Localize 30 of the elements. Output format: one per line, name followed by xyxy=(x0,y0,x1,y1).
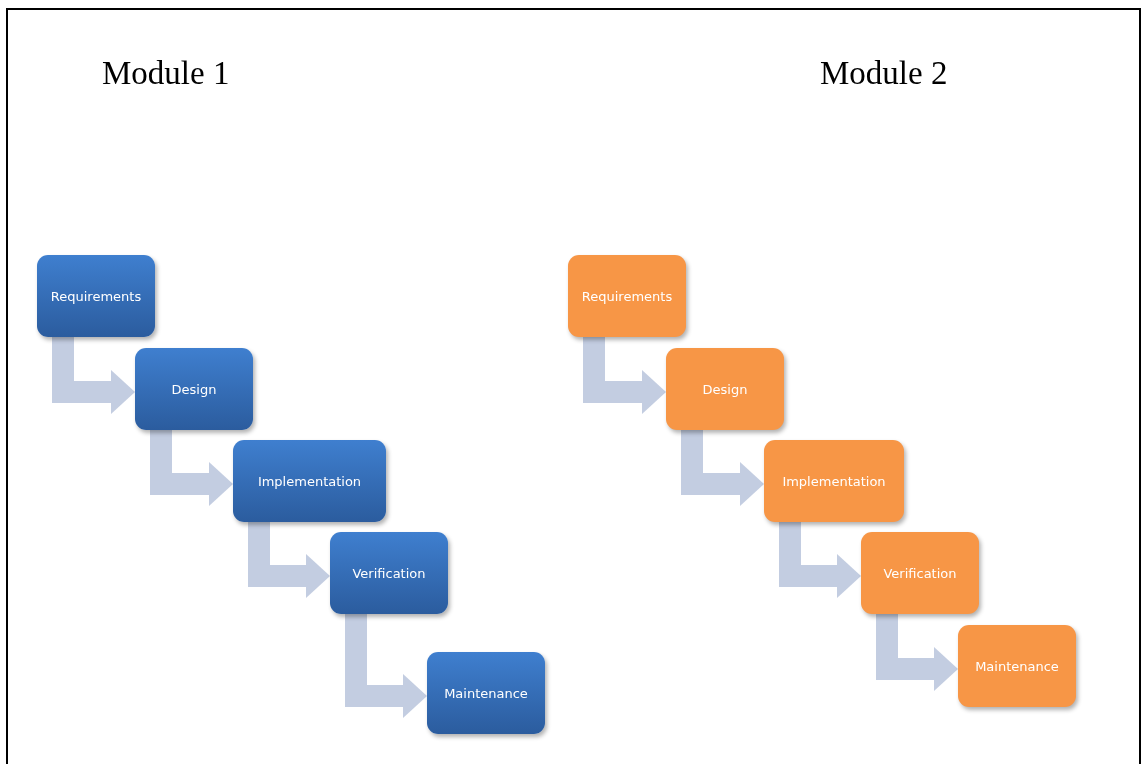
process-box xyxy=(427,652,545,734)
bent-arrow xyxy=(583,337,666,414)
box-label: Verification xyxy=(352,565,426,581)
box-label: Requirements xyxy=(50,288,142,304)
bent-arrow xyxy=(52,337,135,414)
box-label: Verification xyxy=(883,565,957,581)
process-box xyxy=(958,625,1076,707)
box-label: Maintenance xyxy=(444,685,528,701)
bent-arrow xyxy=(876,614,958,691)
process-box xyxy=(568,255,686,337)
box-label: Design xyxy=(171,381,217,397)
box-label: Implementation xyxy=(782,473,886,489)
process-box xyxy=(233,440,386,522)
process-box xyxy=(764,440,904,522)
module-heading: Module 1 xyxy=(102,55,230,92)
bent-arrow xyxy=(681,430,764,506)
bent-arrow xyxy=(150,430,233,506)
bent-arrow xyxy=(345,614,427,718)
process-box xyxy=(666,348,784,430)
process-box xyxy=(135,348,253,430)
box-label: Requirements xyxy=(581,288,673,304)
box-label: Design xyxy=(702,381,748,397)
process-box xyxy=(330,532,448,614)
box-label: Maintenance xyxy=(975,658,1059,674)
process-box xyxy=(37,255,155,337)
bent-arrow xyxy=(779,522,861,598)
box-label: Implementation xyxy=(257,473,362,489)
bent-arrow xyxy=(248,522,330,598)
process-box xyxy=(861,532,979,614)
module-heading: Module 2 xyxy=(820,55,948,92)
